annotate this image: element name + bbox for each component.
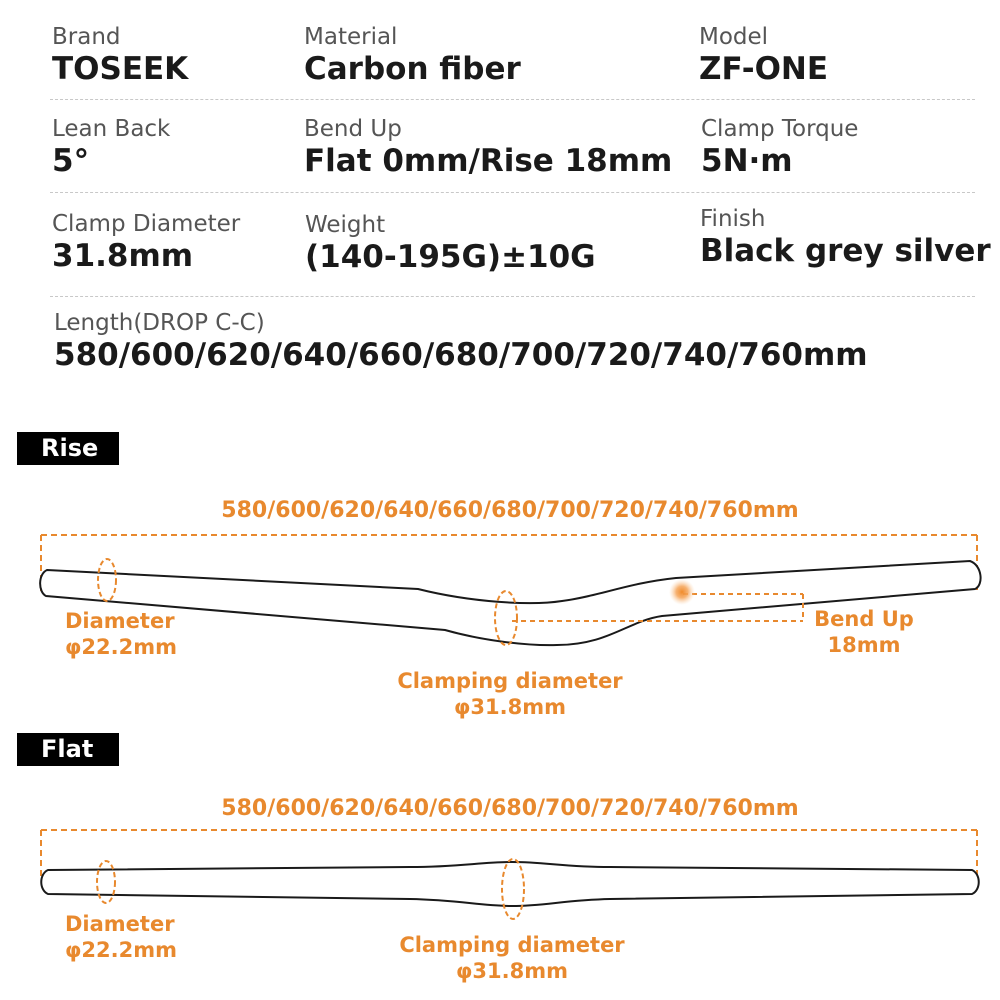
spec-value: Flat 0mm/Rise 18mm [304,143,673,179]
rise-clamp-label: Clamping diameter [397,669,623,693]
rise-clamp-ring [494,590,518,646]
rise-diameter-callout: Diameter φ22.2mm [65,608,177,661]
spec-value: TOSEEK [52,51,189,87]
spec-label: Brand [52,24,121,50]
rise-tag: Rise [17,432,119,465]
rise-diameter-label: Diameter [65,609,175,633]
spec-bend-up: Bend Up Flat 0mm/Rise 18mm [304,118,672,177]
flat-tag: Flat [17,733,119,766]
spec-value: ZF-ONE [699,51,829,87]
spec-value: 5N·m [701,143,793,179]
spec-label: Clamp Diameter [52,211,241,237]
spec-value: 5° [52,143,90,179]
flat-length-dimension [40,829,978,880]
flat-handlebar [40,860,980,908]
spec-material: Material Carbon fiber [304,26,521,85]
spec-label: Material [304,24,398,50]
spec-length: Length(DROP C-C) 580/600/620/640/660/680… [54,312,868,371]
spec-clamp-diameter: Clamp Diameter 31.8mm [52,213,240,272]
flat-clamp-callout: Clamping diameter φ31.8mm [362,932,662,985]
rise-diameter-value: φ22.2mm [65,635,178,660]
rise-length-label: 580/600/620/640/660/680/700/720/740/760m… [221,498,799,523]
spec-lean-back: Lean Back 5° [52,118,170,177]
spec-value: 580/600/620/640/660/680/700/720/740/760m… [54,337,868,373]
spec-label: Weight [305,212,386,238]
spec-value: (140-195G)±10G [305,239,596,275]
spec-brand: Brand TOSEEK [52,26,188,85]
rise-bend-indicator [512,593,804,622]
spec-weight: Weight (140-195G)±10G [305,214,596,273]
rise-bend-callout: Bend Up 18mm [800,606,928,659]
rise-handlebar [39,559,982,647]
flat-diameter-ring [96,860,116,904]
rise-bend-value: 18mm [827,633,901,658]
flat-diameter-value: φ22.2mm [65,938,178,963]
spec-divider [50,296,975,297]
spec-model: Model ZF-ONE [699,26,828,85]
flat-clamp-ring [501,858,525,920]
spec-label: Lean Back [52,116,171,142]
spec-divider [50,192,975,193]
rise-diameter-ring [97,558,117,602]
spec-label: Bend Up [304,116,402,142]
spec-value: Black grey silver [700,233,991,269]
flat-diameter-label: Diameter [65,912,175,936]
rise-bend-label: Bend Up [814,607,914,631]
spec-label: Clamp Torque [701,116,859,142]
spec-value: Carbon fiber [304,51,521,87]
spec-label: Finish [700,206,766,232]
rise-clamp-callout: Clamping diameter φ31.8mm [360,668,660,721]
spec-divider [50,99,975,100]
flat-clamp-value: φ31.8mm [455,959,568,984]
rise-clamp-value: φ31.8mm [453,695,566,720]
flat-clamp-label: Clamping diameter [399,933,625,957]
spec-value: 31.8mm [52,238,194,274]
flat-length-label: 580/600/620/640/660/680/700/720/740/760m… [221,796,799,821]
spec-label: Length(DROP C-C) [54,310,265,336]
rise-bend-point [669,579,695,605]
spec-finish: Finish Black grey silver [700,208,991,267]
spec-label: Model [699,24,769,50]
spec-clamp-torque: Clamp Torque 5N·m [701,118,858,177]
flat-diameter-callout: Diameter φ22.2mm [65,911,177,964]
